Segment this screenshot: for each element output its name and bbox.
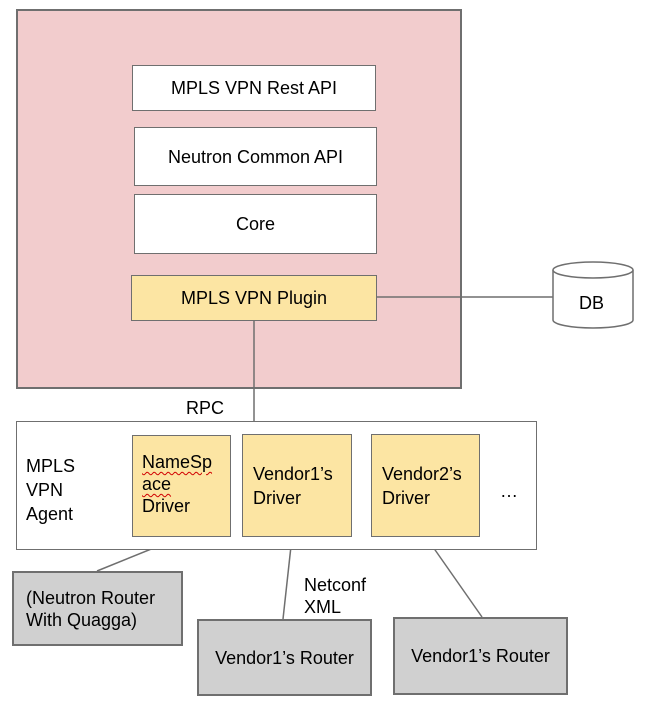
neutron-router-label: (Neutron Router With Quagga) <box>26 588 156 630</box>
core-box: Core <box>134 194 377 254</box>
vendor2-driver-box: Vendor2’s Driver <box>371 434 480 537</box>
mpls-vpn-plugin-box: MPLS VPN Plugin <box>131 275 377 321</box>
neutron-router-box: (Neutron Router With Quagga) <box>12 571 183 646</box>
vendor1-driver-line-2: Driver <box>253 488 301 508</box>
vendor1-router-box-2: Vendor1’s Router <box>393 617 568 695</box>
namespace-driver-line-2: ace <box>142 474 172 494</box>
vendor1-router-label-1: Vendor1’s Router <box>215 647 354 668</box>
agent-label: MPLS VPN Agent <box>26 456 76 524</box>
vendor1-router-box-1: Vendor1’s Router <box>197 619 372 696</box>
more-drivers-ellipsis: … <box>500 481 518 501</box>
core-label: Core <box>235 214 275 234</box>
vendor2-driver-line-1: Vendor2’s <box>382 464 462 484</box>
db-label: DB <box>579 293 605 313</box>
rest-api-label: MPLS VPN Rest API <box>170 78 338 98</box>
mpls-vpn-rest-api-box: MPLS VPN Rest API <box>132 65 376 111</box>
vendor1-driver-box: Vendor1’s Driver <box>242 434 352 537</box>
namespace-driver-line-3: Driver <box>142 496 190 516</box>
namespace-driver-box: NameSp ace Driver <box>132 435 231 537</box>
vendor1-router-label-2: Vendor1’s Router <box>411 646 550 666</box>
vendor2-driver-line-2: Driver <box>382 488 430 508</box>
rpc-label: RPC <box>186 398 225 418</box>
plugin-label: MPLS VPN Plugin <box>180 288 328 308</box>
neutron-common-api-box: Neutron Common API <box>134 127 377 186</box>
vendor1-driver-line-1: Vendor1’s <box>253 464 333 484</box>
common-api-label: Neutron Common API <box>167 146 344 167</box>
namespace-driver-line-1: NameSp <box>142 452 213 472</box>
